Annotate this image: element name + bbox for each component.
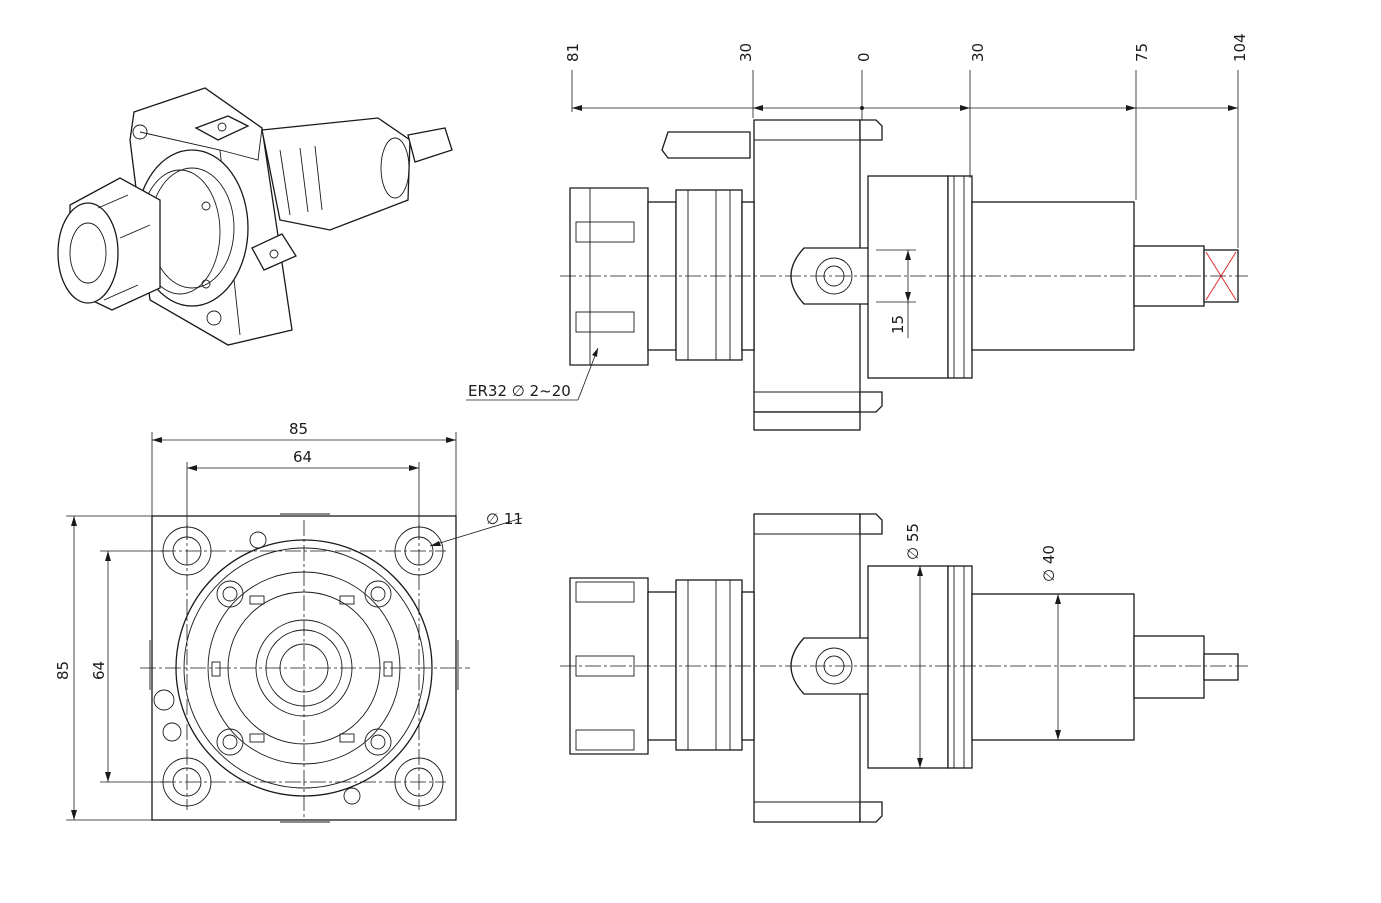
dim-front-width-85: 85 — [289, 420, 308, 438]
side-view-bottom — [560, 513, 1248, 823]
collet-callout: ER32 ∅ 2~20 — [468, 382, 571, 400]
front-view — [66, 432, 523, 823]
dim-front-height-64: 64 — [90, 661, 108, 680]
isometric-view — [57, 87, 453, 346]
dim-0: 0 — [855, 52, 873, 62]
dim-30-left: 30 — [737, 43, 755, 62]
dim-75: 75 — [1133, 43, 1151, 62]
dim-104: 104 — [1231, 33, 1249, 62]
dim-body-dia-55: ∅ 55 — [904, 523, 922, 560]
dim-30-right: 30 — [969, 43, 987, 62]
dim-81: 81 — [564, 43, 582, 62]
dim-front-width-64: 64 — [293, 448, 312, 466]
dim-front-height-85: 85 — [54, 661, 72, 680]
dim-bolt-hole-dia: ∅ 11 — [486, 510, 523, 528]
dim-shank-dia-40: ∅ 40 — [1040, 545, 1058, 582]
dim-15: 15 — [889, 315, 907, 334]
side-view-top — [466, 70, 1248, 431]
